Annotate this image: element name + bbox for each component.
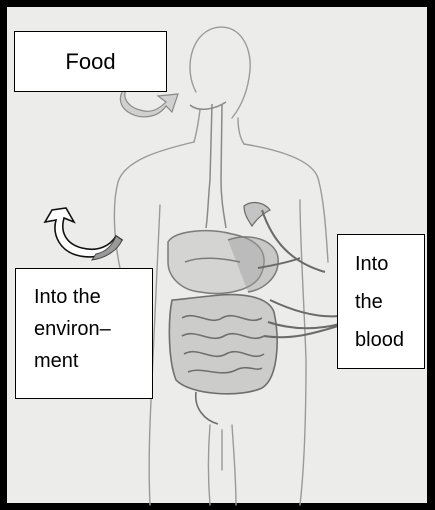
environment-label-line-3: ment <box>34 345 152 377</box>
blood-label-line-1: Into <box>355 245 424 283</box>
stomach <box>168 231 278 294</box>
food-label: Food <box>15 49 166 75</box>
blood-label-line-2: the <box>355 283 424 321</box>
food-label-box: Food <box>14 31 167 92</box>
blood-label-line-3: blood <box>355 321 424 359</box>
environment-label-box: Into the environ– ment <box>15 268 153 399</box>
blood-label-box: Into the blood <box>337 234 425 369</box>
intestines <box>169 295 277 424</box>
environment-label-line-2: environ– <box>34 313 152 345</box>
environment-label-line-1: Into the <box>34 281 152 313</box>
environment-arrow <box>45 208 122 260</box>
esophagus <box>190 102 226 228</box>
